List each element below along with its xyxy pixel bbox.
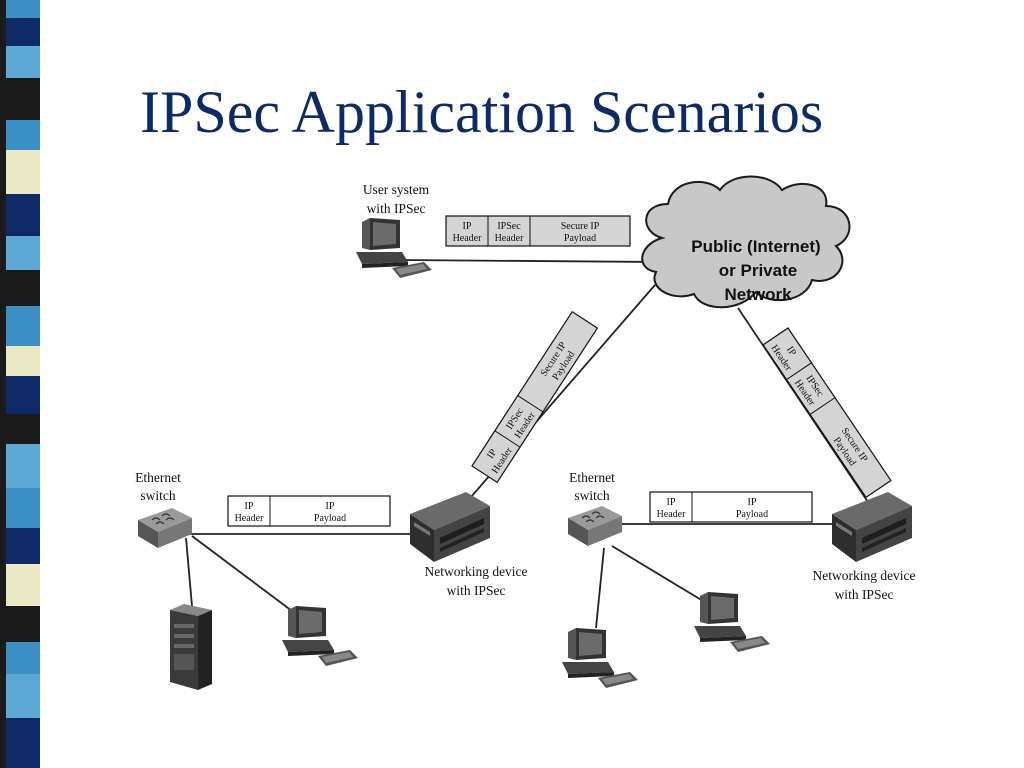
cloud-label-line2: or Private [719, 261, 797, 280]
packet-cell-text: IPSec [497, 221, 521, 232]
cloud: Public (Internet) or Private Network [641, 175, 851, 309]
packet-right-tunnel: IP Header IPSec Header Secure IP Payload [762, 327, 892, 499]
packet-cell-text: Payload [314, 513, 346, 524]
left-switch-label-line2: switch [140, 488, 175, 503]
strip-block [6, 414, 40, 444]
strip-block [6, 674, 40, 718]
strip-block [6, 564, 40, 606]
cloud-label-line3: Network [724, 285, 792, 304]
packet-right-lan: IP Header IP Payload [649, 491, 813, 523]
strip-block [6, 306, 40, 346]
strip-block [6, 194, 40, 236]
packet-divider [494, 430, 521, 448]
strip-block [6, 718, 40, 768]
link-right-switch-pc2 [611, 545, 709, 605]
left-device-label-line1: Networking device [424, 564, 527, 579]
packet-cell-text: Payload [564, 233, 596, 244]
link-cloud-right-device [737, 307, 869, 503]
left-ethernet-switch-icon [137, 507, 193, 549]
packet-cell-text: IP [245, 501, 254, 512]
packet-user-to-cloud: IP Header IPSec Header Secure IP Payload [445, 215, 631, 247]
packet-cell-text: IP [326, 501, 335, 512]
right-switch-label-line2: switch [574, 488, 609, 503]
user-system: User system with IPSec [356, 182, 432, 278]
strip-block [6, 0, 40, 18]
left-server-icon [170, 604, 212, 690]
packet-frame [649, 491, 813, 523]
strip-block [6, 488, 40, 528]
strip-block [6, 528, 40, 564]
link-right-switch-pc1 [595, 547, 605, 629]
packet-frame [445, 215, 631, 247]
link-left-switch-server [185, 537, 193, 607]
strip-block [6, 376, 40, 414]
link-left-switch-pc [191, 535, 305, 621]
strip-block [6, 78, 40, 120]
right-lan-computer-2-icon [694, 592, 770, 652]
packet-cell-text: Header [495, 233, 525, 244]
packet-cell-text: Secure IP [561, 221, 600, 232]
left-networking-device-icon [410, 492, 490, 562]
user-system-label-line1: User system [363, 182, 430, 197]
strip-block [6, 606, 40, 642]
packet-cell-text: IP [667, 497, 676, 508]
packet-cell-text: Header [235, 513, 265, 524]
slide-title: IPSec Application Scenarios [140, 79, 824, 145]
left-site: Ethernet switch Networking device with I… [135, 470, 528, 690]
user-system-label-line2: with IPSec [367, 201, 426, 216]
decorative-strip [0, 0, 44, 768]
strip-edge [0, 0, 6, 768]
right-device-label-line1: Networking device [812, 568, 915, 583]
cloud-shape [641, 175, 851, 309]
right-ethernet-switch-icon [567, 505, 623, 547]
packet-frame [227, 495, 391, 527]
packet-cell-text: Payload [736, 509, 768, 520]
right-site: Ethernet switch Networking device with I… [562, 470, 916, 688]
strip-block [6, 270, 40, 306]
strip-block [6, 444, 40, 488]
packet-left-lan: IP Header IP Payload [227, 495, 391, 527]
right-device-label-line2: with IPSec [835, 587, 894, 602]
strip-block [6, 46, 40, 78]
packet-cell-text: Header [657, 509, 687, 520]
user-system-computer-icon [356, 218, 432, 278]
left-device-label-line2: with IPSec [447, 583, 506, 598]
right-switch-label-line1: Ethernet [569, 470, 615, 485]
packet-cell-text: IP [463, 221, 472, 232]
packet-cell-text: Header [453, 233, 483, 244]
strip-block [6, 120, 40, 150]
strip-block [6, 346, 40, 376]
left-lan-computer-icon [282, 606, 358, 666]
packet-left-tunnel: IP Header IPSec Header Secure IP Payload [471, 310, 599, 484]
right-networking-device-icon [832, 492, 912, 562]
link-user-cloud [399, 259, 661, 263]
strip-block [6, 642, 40, 674]
cloud-label-line1: Public (Internet) [691, 237, 820, 256]
left-switch-label-line1: Ethernet [135, 470, 181, 485]
packet-frame [762, 327, 892, 499]
packet-divider [517, 395, 544, 413]
link-cloud-left-device [457, 284, 656, 513]
strip-block [6, 18, 40, 46]
packet-divider [786, 362, 812, 381]
strip-block [6, 236, 40, 270]
strip-block [6, 150, 40, 194]
packet-divider [809, 397, 836, 415]
packet-cell-text: IP [748, 497, 757, 508]
right-lan-computer-1-icon [562, 628, 638, 688]
packet-frame [471, 310, 599, 484]
